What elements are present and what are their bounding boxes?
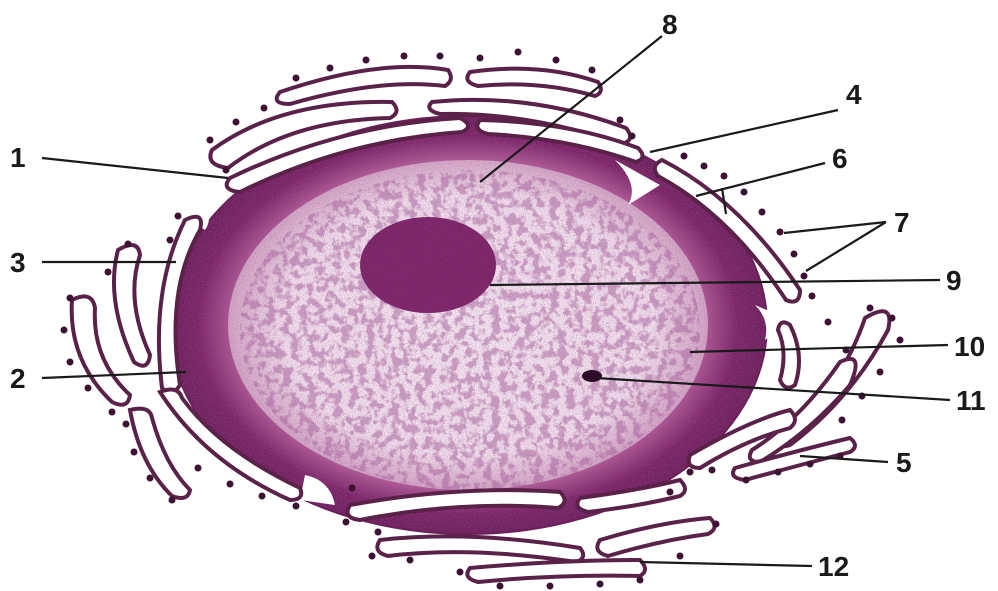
leader-1 (42, 158, 228, 178)
chromatin-granule (582, 370, 602, 382)
nucleolus-grain (360, 217, 496, 313)
label-12: 12 (818, 551, 849, 582)
leader-12 (640, 562, 812, 566)
er-bottom (348, 480, 715, 582)
chromatin-clumps (240, 170, 700, 490)
leader-4 (650, 110, 838, 152)
label-10: 10 (954, 331, 985, 362)
label-4: 4 (846, 79, 862, 110)
label-2: 2 (10, 363, 26, 394)
label-9: 9 (946, 265, 962, 296)
label-1: 1 (10, 142, 26, 173)
label-5: 5 (896, 447, 912, 478)
label-11: 11 (956, 385, 986, 416)
leader-6 (696, 163, 825, 196)
label-6: 6 (832, 143, 848, 174)
label-7: 7 (894, 207, 910, 238)
label-3: 3 (10, 247, 26, 278)
label-8: 8 (662, 9, 678, 40)
